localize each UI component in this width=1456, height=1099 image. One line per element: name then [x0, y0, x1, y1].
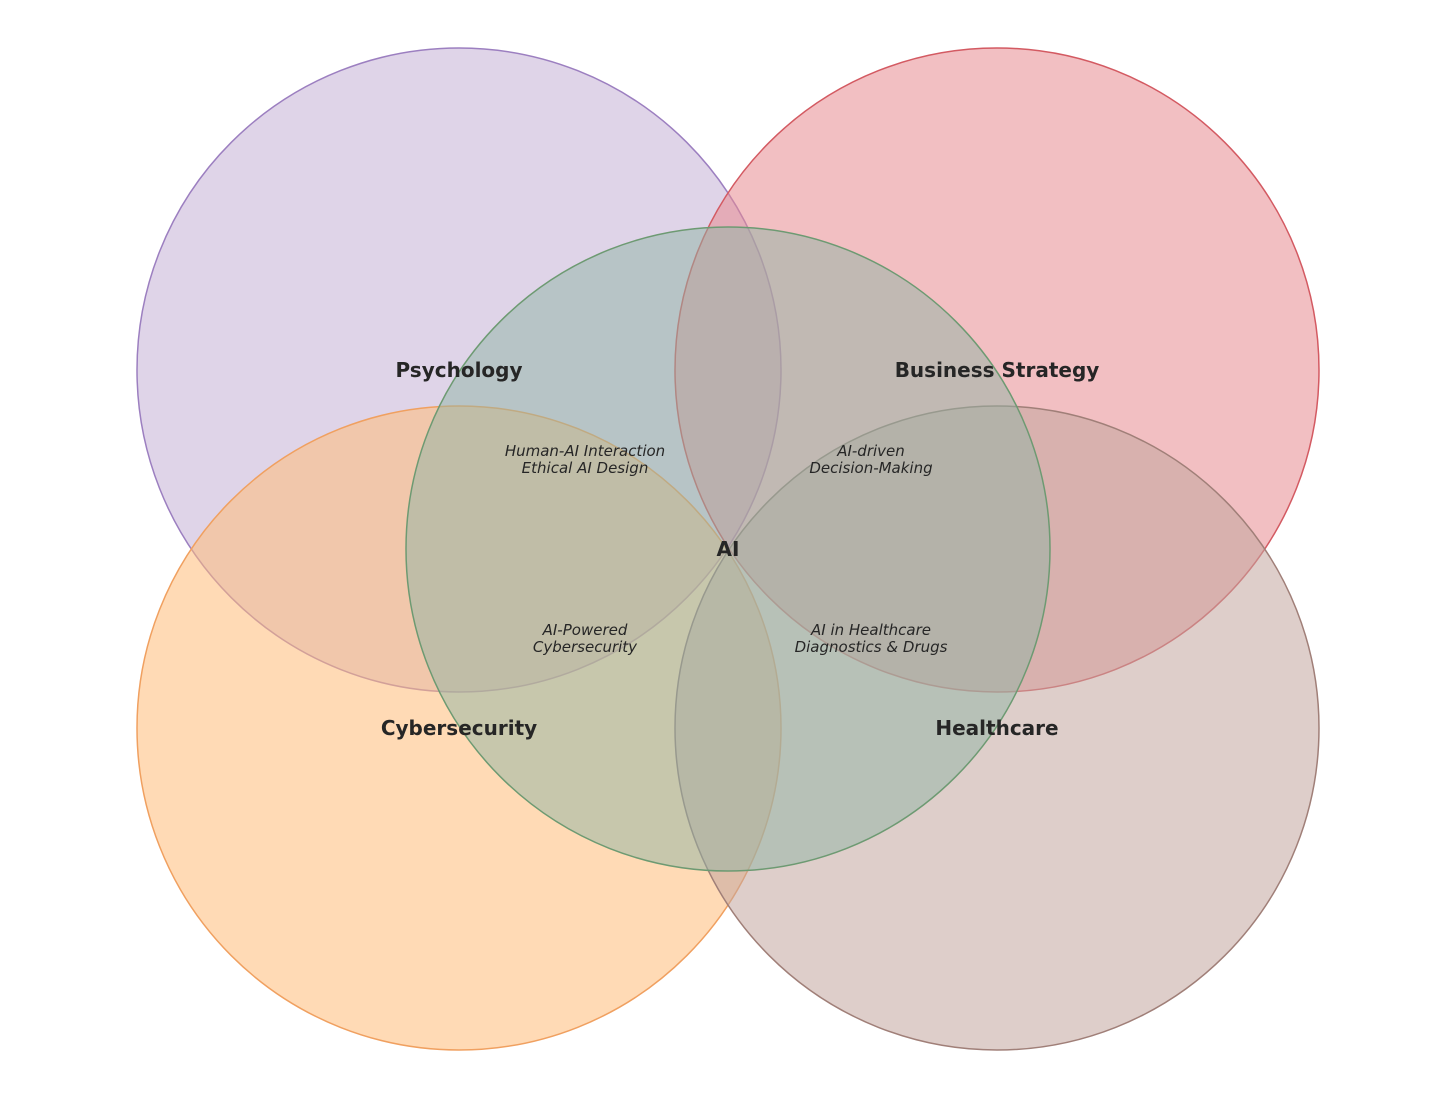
ai-label: AI: [717, 537, 740, 561]
healthcare-ai-overlap-line-2: Diagnostics & Drugs: [795, 638, 948, 656]
healthcare-label: Healthcare: [935, 716, 1058, 740]
business-strategy-label: Business Strategy: [895, 358, 1100, 382]
healthcare-ai-overlap-line-1: AI in Healthcare: [810, 621, 931, 639]
psychology-ai-overlap-line-2: Ethical AI Design: [522, 459, 649, 477]
cybersecurity-label: Cybersecurity: [381, 716, 537, 740]
business-ai-overlap-line-1: AI-driven: [836, 442, 905, 460]
psychology-ai-overlap-line-1: Human-AI Interaction: [505, 442, 665, 460]
business-ai-overlap-line-2: Decision-Making: [809, 459, 932, 477]
cybersecurity-ai-overlap-line-1: AI-Powered: [542, 621, 628, 639]
cybersecurity-ai-overlap-line-2: Cybersecurity: [533, 638, 638, 656]
psychology-label: Psychology: [395, 358, 522, 382]
ai-circle: [405, 226, 1051, 872]
